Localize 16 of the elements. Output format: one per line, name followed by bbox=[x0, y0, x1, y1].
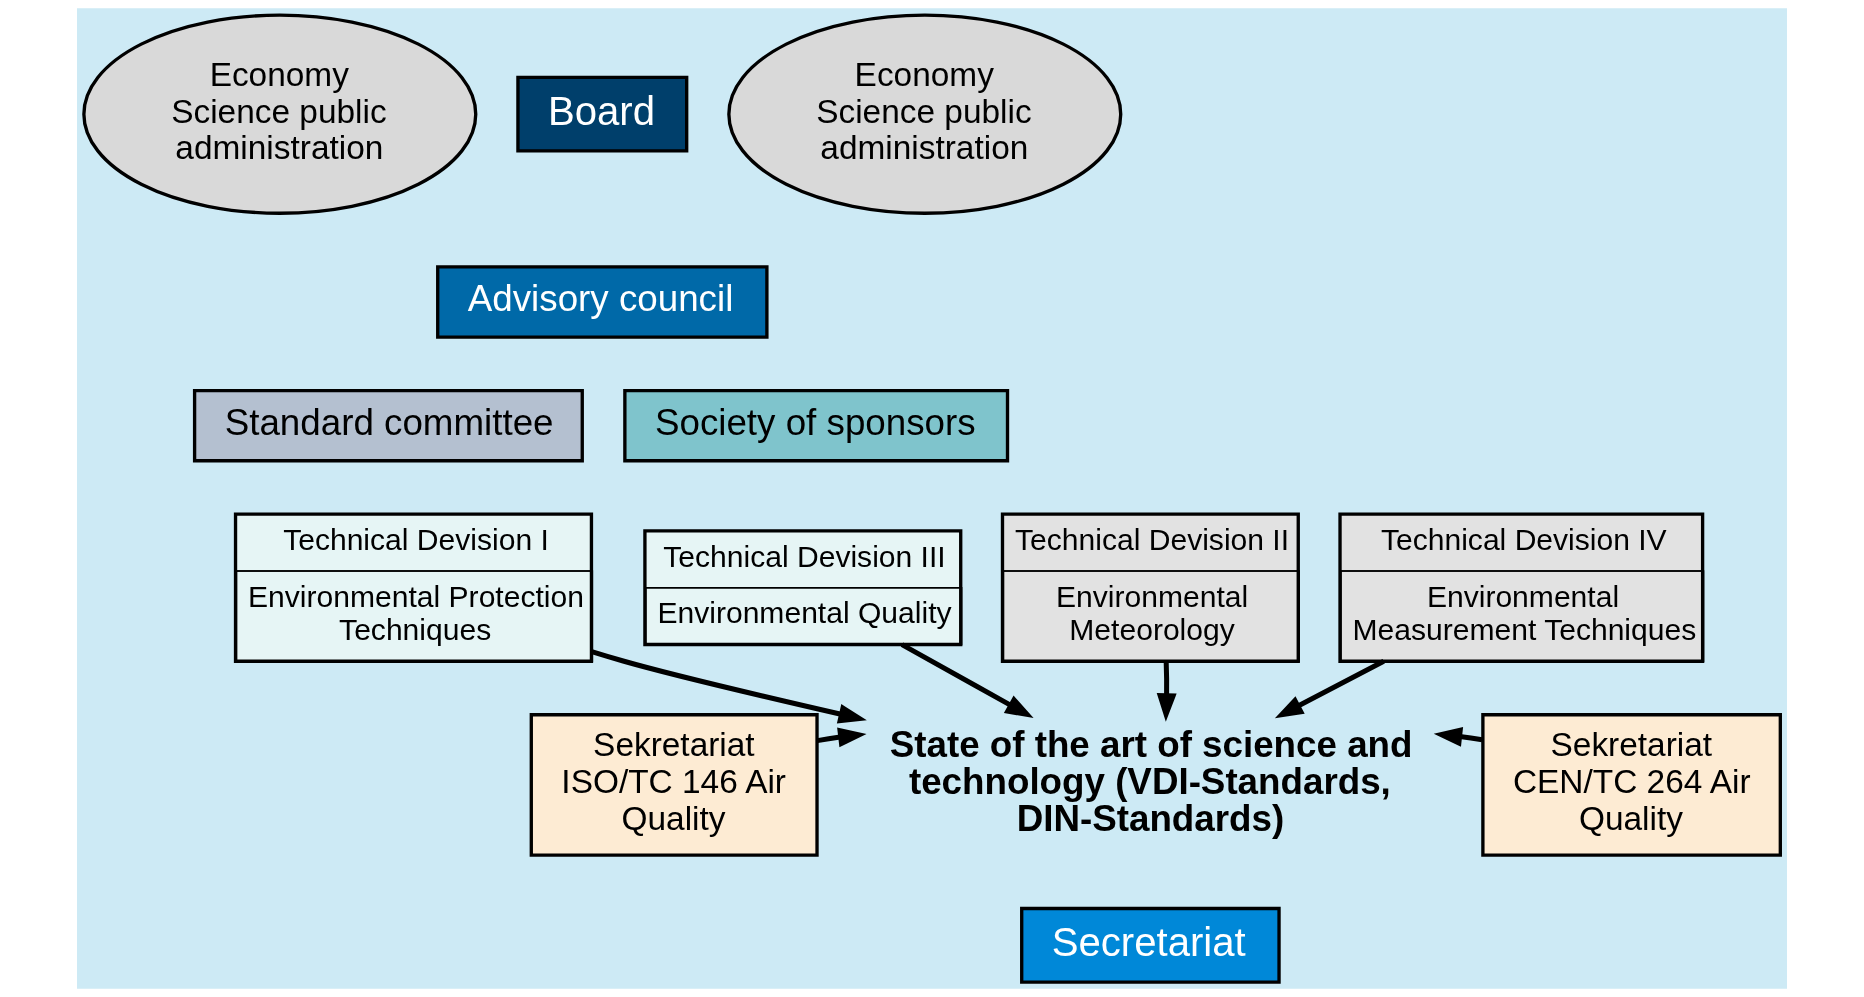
node-box: Advisory council bbox=[436, 265, 769, 339]
node-text: State of the art of science and technology (VDI-Standards, DIN-Standards) bbox=[889, 724, 1413, 840]
node-ellipse: Economy Science public administration bbox=[82, 13, 478, 215]
arrow bbox=[816, 727, 867, 748]
arrow bbox=[1274, 659, 1385, 719]
arrow bbox=[590, 649, 867, 724]
arrow bbox=[1156, 661, 1177, 722]
node-box: Secretariat bbox=[1020, 906, 1281, 984]
arrow bbox=[1433, 726, 1483, 747]
node-box: Sekretariat CEN/TC 264 Air Quality bbox=[1481, 713, 1782, 857]
node-box: Board bbox=[516, 75, 689, 153]
node-ellipse: Economy Science public administration bbox=[727, 13, 1123, 215]
node-box: Standard committee bbox=[192, 388, 584, 463]
node-box: Society of sponsors bbox=[623, 388, 1010, 463]
node-box: Sekretariat ISO/TC 146 Air Quality bbox=[529, 713, 819, 857]
arrow bbox=[900, 642, 1034, 719]
